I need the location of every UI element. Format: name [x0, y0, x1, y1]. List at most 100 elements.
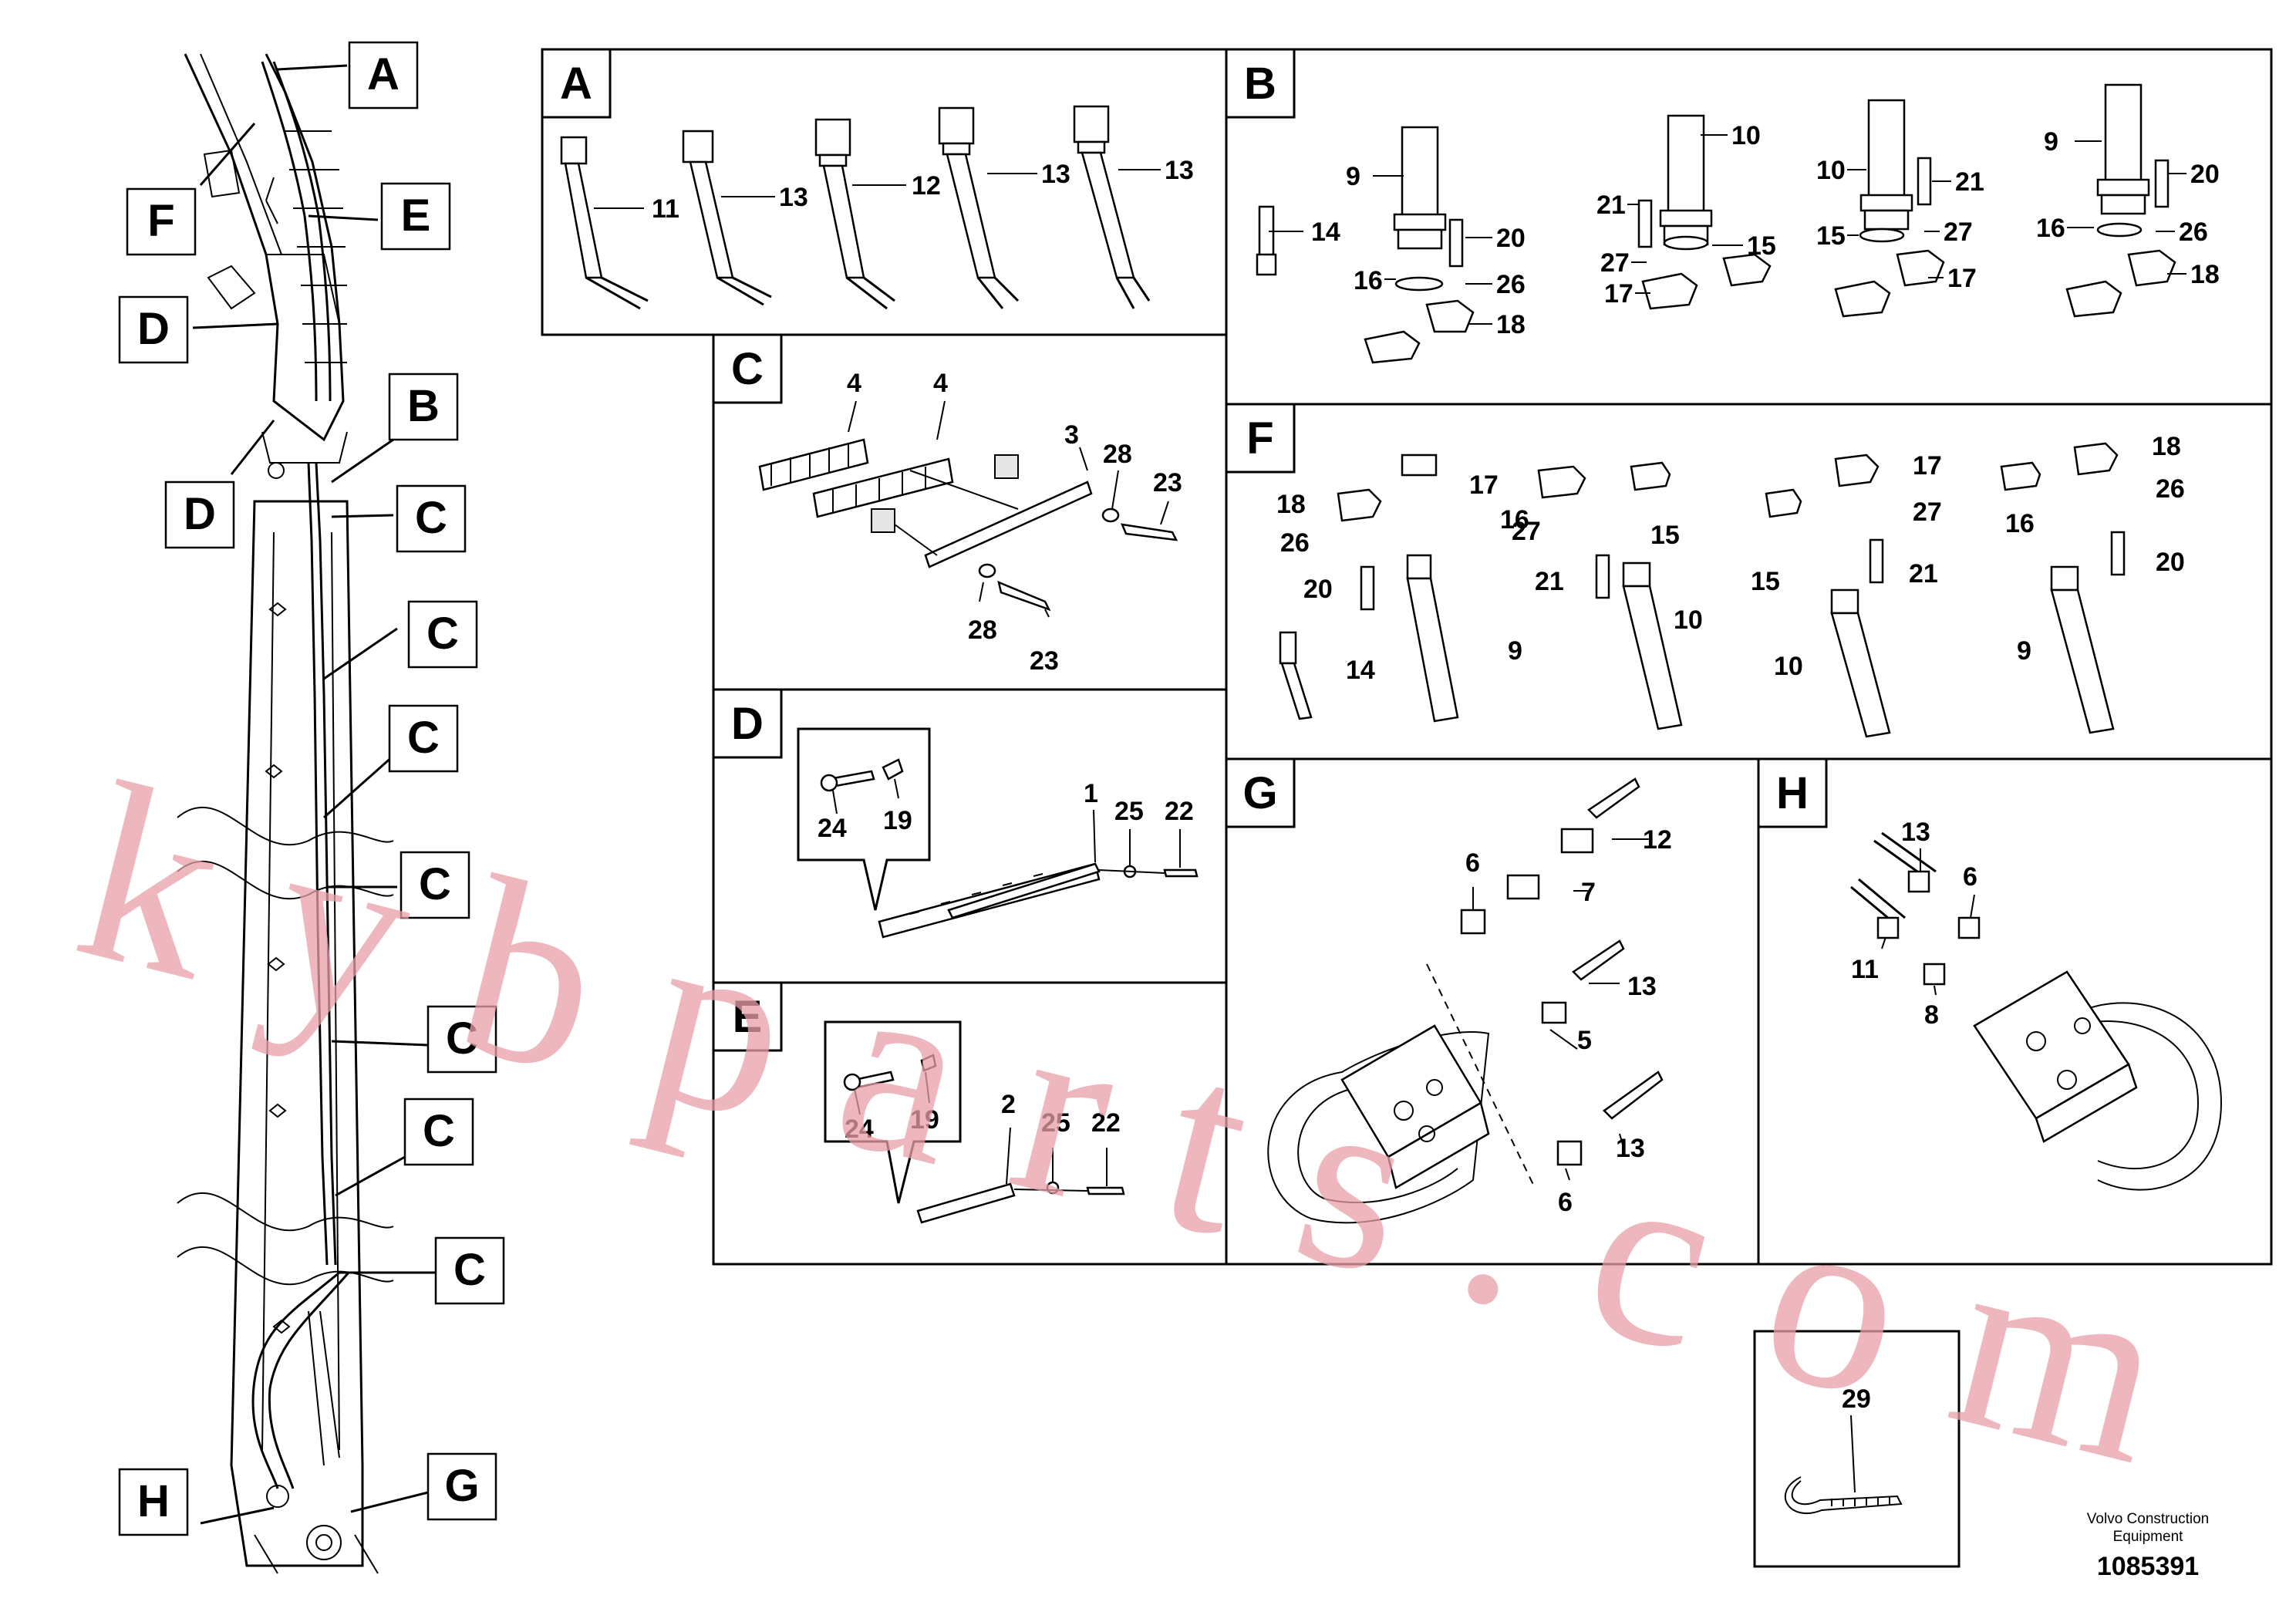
svg-text:11: 11: [1851, 955, 1879, 984]
clamp-group-f4: [2000, 442, 2126, 734]
callout-box-c-7: C: [434, 1236, 505, 1305]
svg-text:13: 13: [1165, 156, 1194, 185]
clamp-group-b1: [1256, 126, 1475, 364]
svg-text:C: C: [423, 1106, 455, 1156]
svg-text:26: 26: [2179, 218, 2208, 247]
panel-f: F: [1225, 403, 2273, 760]
svg-text:13: 13: [1041, 160, 1070, 189]
svg-text:4: 4: [933, 369, 948, 398]
svg-text:9: 9: [1346, 162, 1360, 191]
svg-text:10: 10: [1731, 121, 1761, 150]
clamp-group-b4: [2065, 83, 2176, 318]
svg-text:C: C: [426, 609, 459, 659]
watermark: kybparts.com: [56, 730, 2220, 1526]
clamp-group-b2: [1637, 114, 1772, 310]
svg-text:27: 27: [1944, 218, 1973, 247]
svg-text:H: H: [1776, 768, 1809, 818]
svg-text:26: 26: [2156, 474, 2185, 504]
svg-text:D: D: [137, 304, 170, 354]
company-name-line1: Volvo Construction: [2087, 1511, 2209, 1527]
svg-text:C: C: [453, 1245, 486, 1295]
svg-text:11: 11: [652, 194, 679, 224]
svg-text:13: 13: [1627, 972, 1657, 1001]
svg-text:16: 16: [2036, 214, 2065, 243]
svg-text:2: 2: [1001, 1090, 1016, 1119]
svg-text:6: 6: [1558, 1188, 1573, 1217]
svg-text:27: 27: [1512, 517, 1541, 546]
panel-b: B: [1225, 48, 2273, 406]
svg-text:16: 16: [1354, 266, 1383, 295]
svg-text:C: C: [446, 1013, 478, 1064]
svg-text:15: 15: [1751, 567, 1780, 596]
svg-text:E: E: [733, 992, 763, 1042]
svg-text:18: 18: [1276, 490, 1306, 519]
svg-text:B: B: [407, 381, 440, 431]
callout-box-c-5: C: [426, 1005, 497, 1074]
svg-text:3: 3: [1064, 420, 1079, 450]
svg-text:10: 10: [1816, 156, 1846, 185]
svg-text:27: 27: [1913, 497, 1942, 527]
svg-text:18: 18: [2152, 432, 2181, 461]
callout-box-a: A: [348, 41, 419, 110]
svg-text:8: 8: [1924, 1000, 1939, 1030]
svg-text:9: 9: [2044, 127, 2058, 157]
svg-text:6: 6: [1465, 848, 1480, 878]
callout-box-c-3: C: [388, 704, 459, 773]
svg-text:9: 9: [1508, 636, 1522, 666]
hose-fitting-13a: [682, 130, 772, 306]
svg-text:20: 20: [1303, 575, 1333, 604]
callout-box-c-1: C: [396, 484, 467, 553]
panel-g: G 6 12 7 13 5 13 6: [1225, 757, 1760, 1266]
hose-fitting-13b: [938, 106, 1020, 309]
callout-box-h: H: [118, 1468, 189, 1536]
svg-text:20: 20: [2190, 160, 2220, 189]
svg-text:C: C: [731, 344, 764, 394]
svg-text:4: 4: [847, 369, 861, 398]
drawing-number: 1085391: [2097, 1552, 2199, 1581]
callout-box-c-2: C: [407, 600, 478, 669]
svg-text:25: 25: [1114, 797, 1144, 826]
clamp-group-f3: [1765, 454, 1891, 738]
svg-text:18: 18: [1496, 310, 1526, 339]
svg-text:D: D: [184, 489, 216, 539]
callout-box-c-4: C: [400, 851, 470, 919]
svg-text:20: 20: [1496, 224, 1526, 253]
svg-text:17: 17: [1469, 470, 1499, 500]
svg-text:18: 18: [2190, 260, 2220, 289]
svg-text:28: 28: [1103, 440, 1132, 469]
svg-text:G: G: [444, 1461, 479, 1511]
panel-h: H 13 6 11 8: [1757, 757, 2273, 1266]
callout-box-g: G: [426, 1452, 497, 1521]
company-name-line2: Equipment: [2113, 1529, 2184, 1545]
hose-fitting-11: [560, 136, 649, 310]
svg-text:28: 28: [968, 615, 997, 645]
clamp-group-f1: [1279, 454, 1459, 723]
svg-text:B: B: [1244, 59, 1276, 109]
svg-text:C: C: [419, 859, 451, 909]
svg-text:21: 21: [1955, 167, 1984, 197]
panel-c: C 4 4 3 28 23 28 23: [712, 333, 1228, 691]
svg-text:H: H: [137, 1476, 170, 1526]
svg-text:E: E: [401, 191, 431, 241]
svg-text:12: 12: [912, 171, 941, 201]
svg-text:23: 23: [1030, 646, 1059, 676]
svg-text:13: 13: [1901, 818, 1930, 847]
svg-text:27: 27: [1600, 248, 1630, 278]
svg-text:15: 15: [1650, 521, 1680, 550]
svg-text:26: 26: [1280, 528, 1310, 558]
callout-box-d-lower: D: [164, 481, 235, 549]
svg-text:16: 16: [1500, 505, 1529, 534]
callout-box-e: E: [380, 182, 451, 251]
svg-text:24: 24: [845, 1114, 874, 1144]
svg-text:17: 17: [1913, 451, 1942, 481]
hose-fitting-13c: [1073, 105, 1151, 309]
boom-arm-overview: [177, 53, 436, 1574]
svg-text:19: 19: [883, 806, 912, 835]
svg-text:F: F: [147, 196, 174, 246]
svg-text:21: 21: [1596, 191, 1626, 220]
panel-e: E 24 19 2 25 22: [712, 981, 1228, 1266]
svg-text:C: C: [415, 493, 447, 543]
svg-text:10: 10: [1774, 652, 1803, 681]
svg-text:D: D: [731, 699, 764, 749]
svg-text:12: 12: [1643, 825, 1672, 855]
